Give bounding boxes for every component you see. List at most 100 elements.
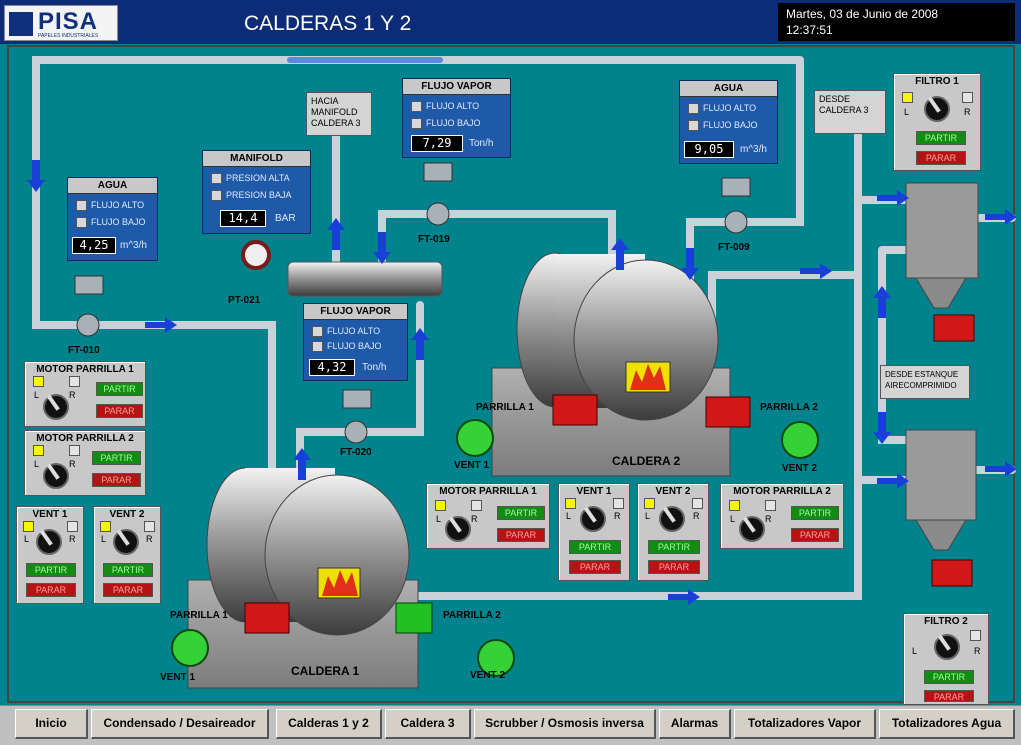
parar-button[interactable]: PARAR	[569, 560, 621, 574]
agua2-title: AGUA	[680, 81, 777, 97]
label-r: R	[974, 646, 981, 656]
nav-totalizadores-agua[interactable]: Totalizadores Agua	[879, 709, 1015, 739]
lamp-remote	[962, 92, 973, 103]
parar-button[interactable]: PARAR	[103, 583, 153, 597]
motor-parrilla2-panel-center: MOTOR PARRILLA 2 L R PARTIR PARAR	[720, 483, 844, 549]
pressure-gauge-icon	[241, 240, 271, 270]
nav-caldera-3[interactable]: Caldera 3	[385, 709, 471, 739]
nav-calderas-1-2[interactable]: Calderas 1 y 2	[276, 709, 382, 739]
lamp-local	[33, 445, 44, 456]
tag-ft009: FT-009	[718, 242, 750, 253]
partir-button[interactable]: PARTIR	[103, 563, 153, 577]
lamp-local	[23, 521, 34, 532]
flow-meters	[74, 162, 751, 444]
parar-button[interactable]: PARAR	[916, 151, 966, 165]
partir-button[interactable]: PARTIR	[92, 451, 141, 465]
panel-title: FILTRO 1	[915, 76, 959, 87]
lamp-remote	[69, 445, 80, 456]
nav-alarmas[interactable]: Alarmas	[659, 709, 731, 739]
manifold-low-alarm[interactable]: PRESION BAJA	[211, 190, 292, 202]
tag-ft019: FT-019	[418, 234, 450, 245]
flujo-vapor2-value: 4,32	[309, 359, 355, 376]
navigation-bar: Inicio Condensado / Desaireador Calderas…	[0, 705, 1021, 745]
partir-button[interactable]: PARTIR	[497, 506, 545, 520]
agua1-low-label: FLUJO BAJO	[91, 217, 146, 227]
nav-inicio[interactable]: Inicio	[15, 709, 88, 739]
partir-button[interactable]: PARTIR	[26, 563, 76, 577]
lamp-remote	[67, 521, 78, 532]
partir-button[interactable]: PARTIR	[569, 540, 621, 554]
caldera1-shell	[264, 474, 410, 636]
lamp-local	[729, 500, 740, 511]
label-r: R	[471, 514, 478, 524]
nav-condensado[interactable]: Condensado / Desaireador	[91, 709, 269, 739]
motor-parrilla2-panel-left: MOTOR PARRILLA 2 L R PARTIR PARAR	[24, 430, 146, 496]
parar-button[interactable]: PARAR	[96, 404, 143, 418]
lamp-local	[100, 521, 111, 532]
agua2-high-label: FLUJO ALTO	[703, 103, 757, 113]
selector-switch[interactable]	[659, 506, 685, 532]
caldera2-label: CALDERA 2	[612, 454, 681, 468]
label-l: L	[904, 107, 910, 117]
logo-mark-icon	[9, 12, 33, 36]
parar-button[interactable]: PARAR	[92, 473, 141, 487]
vent2-panel-left: VENT 2 L R PARTIR PARAR	[93, 506, 161, 604]
selector-switch[interactable]	[580, 506, 606, 532]
flujo-vapor2-high-alarm[interactable]: FLUJO ALTO	[312, 326, 380, 338]
vent2-panel-center: VENT 2 L R PARTIR PARAR	[637, 483, 709, 581]
logo-subtitle: PAPELES INDUSTRIALES	[38, 33, 99, 39]
label-r: R	[765, 514, 772, 524]
parar-button[interactable]: PARAR	[648, 560, 700, 574]
note-hacia-manifold: HACIA MANIFOLD CALDERA 3	[306, 92, 372, 136]
flujo-vapor1-low-label: FLUJO BAJO	[426, 118, 481, 128]
partir-button[interactable]: PARTIR	[924, 670, 974, 684]
panel-title: MOTOR PARRILLA 2	[36, 433, 134, 444]
lamp-local	[435, 500, 446, 511]
label-l: L	[730, 514, 736, 524]
panel-title: VENT 2	[109, 509, 145, 520]
selector-switch[interactable]	[43, 463, 69, 489]
nav-scrubber[interactable]: Scrubber / Osmosis inversa	[474, 709, 656, 739]
parar-button[interactable]: PARAR	[791, 528, 839, 542]
agua1-high-alarm[interactable]: FLUJO ALTO	[76, 200, 144, 212]
partir-button[interactable]: PARTIR	[648, 540, 700, 554]
filtro2-motor	[931, 559, 973, 587]
flujo-vapor2-low-alarm[interactable]: FLUJO BAJO	[312, 341, 382, 353]
selector-switch[interactable]	[739, 516, 765, 542]
panel-title: MOTOR PARRILLA 1	[36, 364, 134, 375]
manifold-high-alarm[interactable]: PRESION ALTA	[211, 173, 290, 185]
flow-arrows	[27, 160, 1017, 605]
flujo-vapor1-low-alarm[interactable]: FLUJO BAJO	[411, 118, 481, 130]
selector-switch[interactable]	[445, 516, 471, 542]
filtro2-housing	[905, 429, 977, 521]
agua1-low-alarm[interactable]: FLUJO BAJO	[76, 217, 146, 229]
partir-button[interactable]: PARTIR	[791, 506, 839, 520]
flujo-vapor1-high-label: FLUJO ALTO	[426, 101, 480, 111]
parar-button[interactable]: PARAR	[497, 528, 545, 542]
selector-switch[interactable]	[43, 394, 69, 420]
datetime-display: Martes, 03 de Junio de 2008 12:37:51	[778, 3, 1015, 41]
agua1-unit: m^3/h	[120, 240, 147, 251]
nav-totalizadores-vapor[interactable]: Totalizadores Vapor	[734, 709, 876, 739]
pisa-logo: PISA PAPELES INDUSTRIALES	[4, 5, 118, 41]
flujo-vapor1-high-alarm[interactable]: FLUJO ALTO	[411, 101, 480, 113]
selector-switch[interactable]	[924, 96, 950, 122]
lamp-remote	[613, 498, 624, 509]
caldera1-vent1-label: VENT 1	[160, 672, 196, 683]
label-l: L	[566, 511, 572, 521]
agua2-high-alarm[interactable]: FLUJO ALTO	[688, 103, 757, 115]
selector-switch[interactable]	[36, 529, 62, 555]
vent1-panel-left: VENT 1 L R PARTIR PARAR	[16, 506, 84, 604]
selector-switch[interactable]	[934, 634, 960, 660]
partir-button[interactable]: PARTIR	[916, 131, 966, 145]
parar-button[interactable]: PARAR	[26, 583, 76, 597]
agua2-panel: AGUA FLUJO ALTO FLUJO BAJO 9,05 m^3/h	[679, 80, 778, 164]
label-r: R	[146, 534, 153, 544]
panel-title: MOTOR PARRILLA 2	[733, 486, 831, 497]
selector-switch[interactable]	[113, 529, 139, 555]
partir-button[interactable]: PARTIR	[96, 382, 143, 396]
agua2-low-alarm[interactable]: FLUJO BAJO	[688, 120, 758, 132]
parar-button[interactable]: PARAR	[924, 690, 974, 702]
filtro1-motor	[933, 314, 975, 342]
